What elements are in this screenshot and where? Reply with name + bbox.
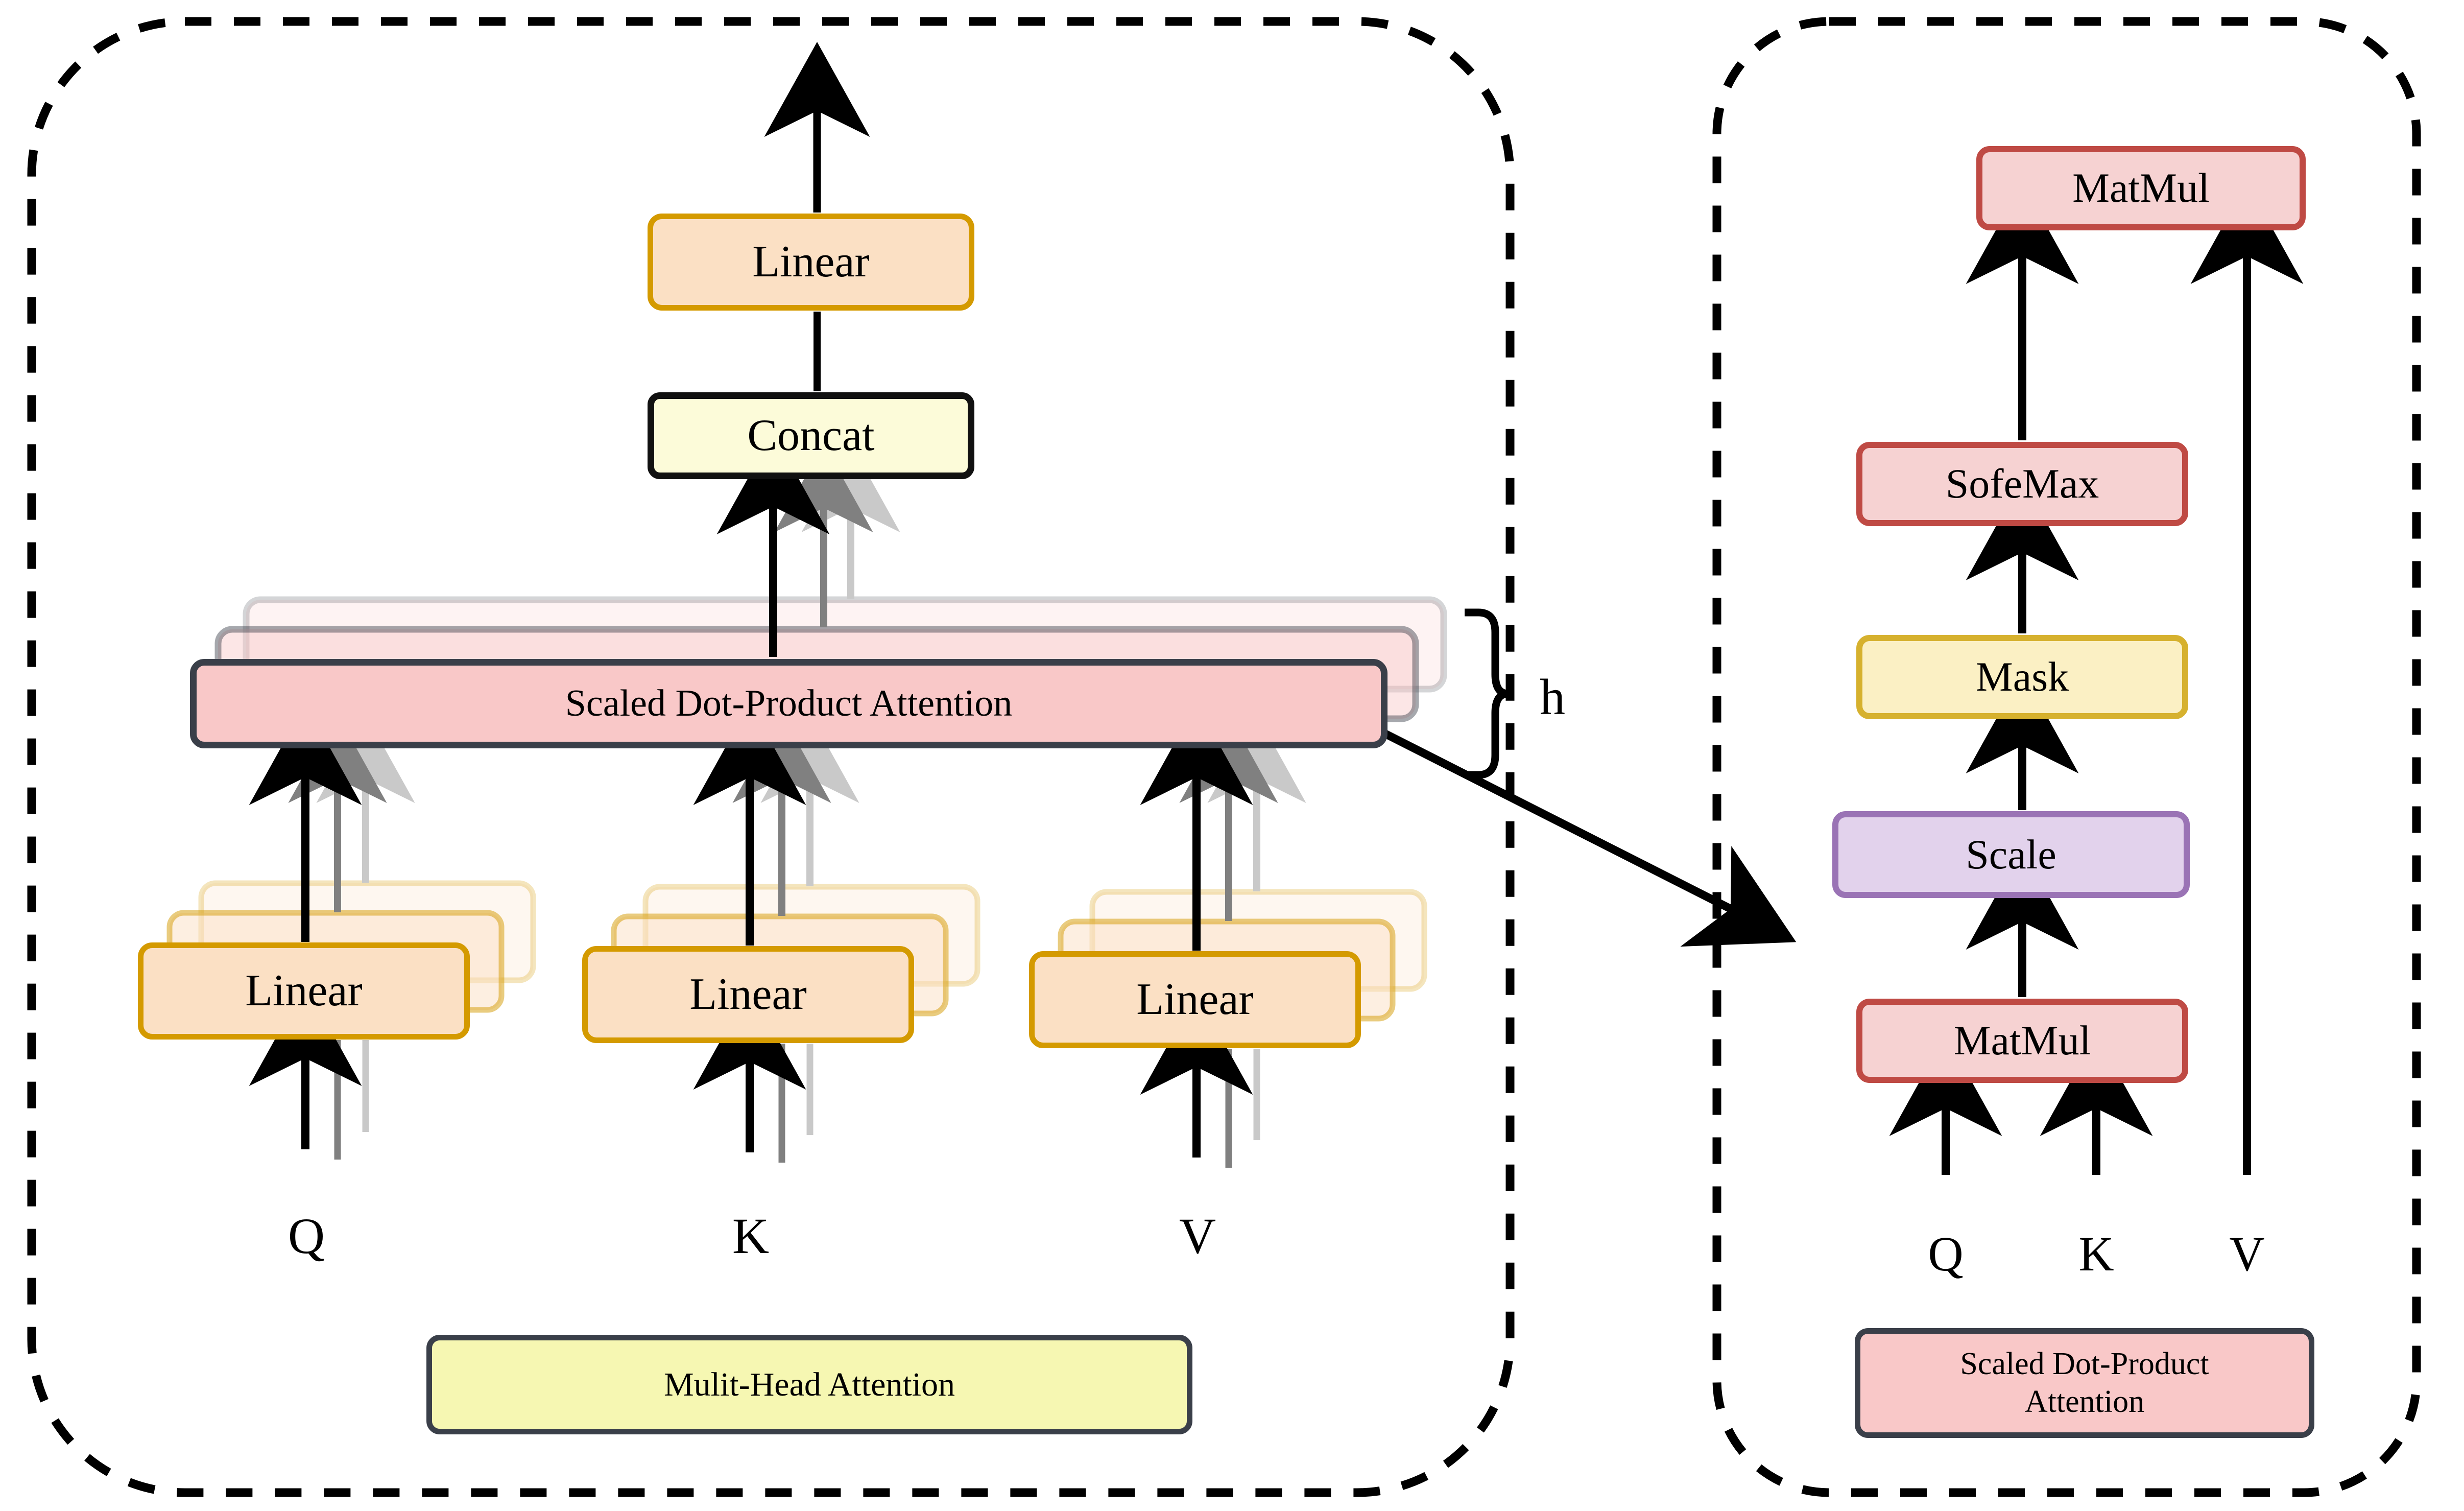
multiplicity-label-h-text: h [1540,669,1565,725]
node-linear-k[interactable]: Linear [582,946,914,1043]
input-label-k-right: K [2050,1221,2142,1287]
node-matmul-top[interactable]: MatMul [1976,146,2306,230]
input-label-v-right-text: V [2229,1226,2265,1282]
caption-multi-head-attention-text: Mulit-Head Attention [663,1365,955,1403]
node-sdpa-label: Scaled Dot-Product Attention [565,682,1013,724]
input-label-q-left: Q [260,1203,352,1269]
caption-scaled-dot-product-attention: Scaled Dot-Product Attention [1855,1328,2314,1438]
node-matmul-top-label: MatMul [2072,164,2210,211]
node-linear-q[interactable]: Linear [138,942,470,1040]
caption-sdpa-line2: Attention [2024,1384,2145,1419]
node-matmul-bottom[interactable]: MatMul [1856,999,2188,1083]
multiplicity-label-h: h [1519,664,1586,730]
input-label-k-left: K [705,1203,797,1269]
caption-sdpa-line1: Scaled Dot-Product [1960,1347,2209,1382]
input-label-k-left-text: K [732,1208,770,1264]
arrow-sdpa-to-detail [1377,726,1797,947]
node-linear-q-label: Linear [245,966,363,1016]
node-concat[interactable]: Concat [648,392,974,479]
right-panel-border [1712,17,2421,1497]
node-linear-v[interactable]: Linear [1029,951,1361,1048]
node-scale-label: Scale [1966,831,2056,878]
node-linear-top[interactable]: Linear [648,214,974,311]
node-mask[interactable]: Mask [1856,635,2188,719]
caption-multi-head-attention: Mulit-Head Attention [426,1335,1192,1434]
input-label-q-right-text: Q [1928,1226,1964,1282]
node-concat-label: Concat [747,411,875,461]
input-label-k-right-text: K [2078,1226,2114,1282]
left-panel-border [27,17,1515,1497]
node-linear-top-label: Linear [752,237,870,287]
node-softmax[interactable]: SofeMax [1856,442,2188,526]
node-scale[interactable]: Scale [1832,811,2190,898]
input-label-q-right: Q [1900,1221,1992,1287]
input-label-v-right: V [2201,1221,2293,1287]
node-softmax-label: SofeMax [1945,460,2099,507]
input-label-q-left-text: Q [288,1208,325,1264]
node-linear-v-label: Linear [1136,975,1254,1025]
node-matmul-bottom-label: MatMul [1953,1017,2091,1064]
node-linear-k-label: Linear [689,970,807,1020]
node-mask-label: Mask [1975,653,2069,700]
input-label-v-left: V [1152,1203,1243,1269]
input-label-v-left-text: V [1179,1208,1216,1264]
node-scaled-dot-product-attention[interactable]: Scaled Dot-Product Attention [190,659,1388,748]
h-brace [1465,608,1512,779]
